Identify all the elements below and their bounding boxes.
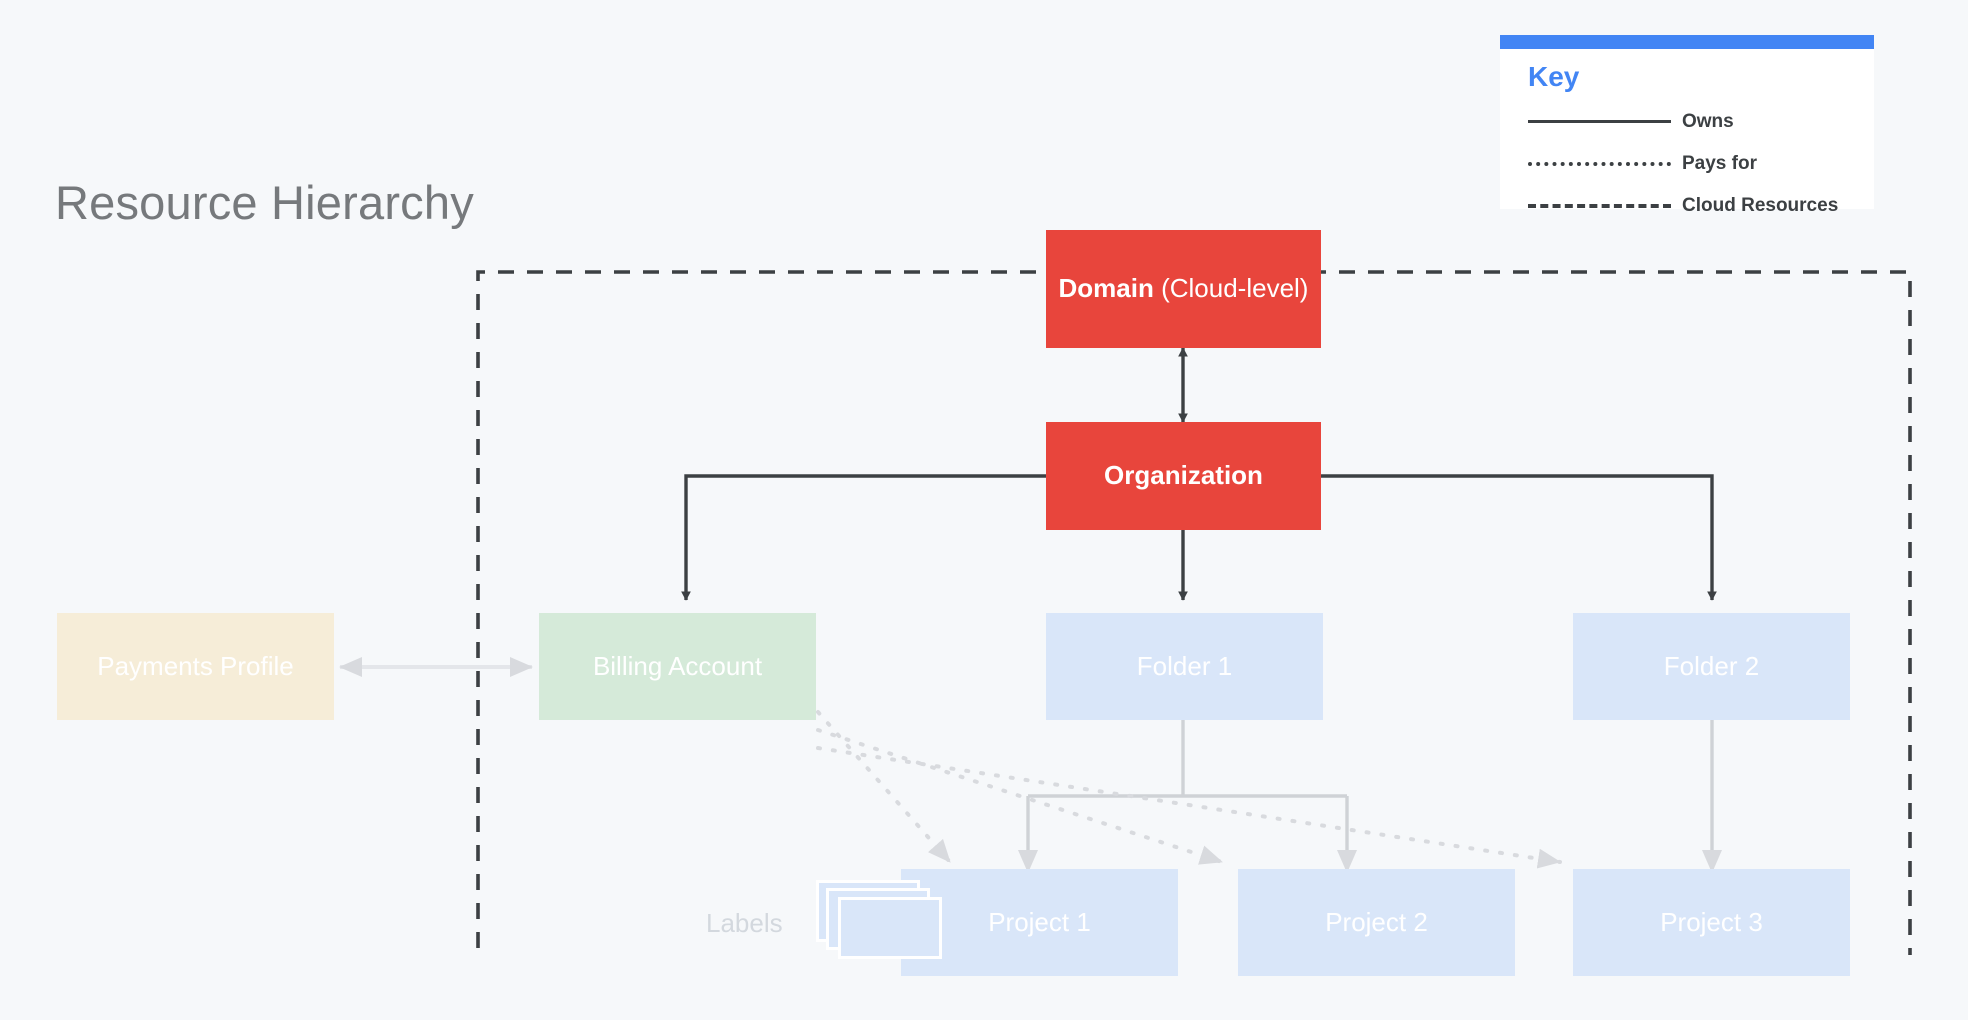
node-payments-profile[interactable]: Payments Profile xyxy=(57,613,334,720)
node-domain[interactable]: Domain (Cloud-level) xyxy=(1046,230,1321,348)
legend-label-owns: Owns xyxy=(1682,111,1734,132)
legend-panel: Key Owns Pays for Cloud Resources xyxy=(1500,35,1874,216)
node-folder-2-label: Folder 2 xyxy=(1663,650,1760,681)
node-project-3-label: Project 3 xyxy=(1660,906,1763,937)
node-organization-label: Organization xyxy=(1104,460,1263,491)
legend-row-owns: Owns xyxy=(1528,111,1858,133)
edge-organization-folder-2 xyxy=(1321,474,1717,601)
label-card-front xyxy=(838,897,942,959)
node-folder-1-label: Folder 1 xyxy=(1136,650,1233,681)
node-domain-label: Domain (Cloud-level) xyxy=(1058,273,1309,304)
legend-rows: Owns Pays for Cloud Resources xyxy=(1528,111,1858,237)
legend-label-cloud-resources: Cloud Resources xyxy=(1682,195,1839,216)
edge-organization-billing-account xyxy=(681,474,1046,601)
node-project-2-label: Project 2 xyxy=(1325,906,1428,937)
legend-row-cloud-resources: Cloud Resources xyxy=(1528,195,1858,217)
node-project-2[interactable]: Project 2 xyxy=(1238,869,1515,976)
edge-billing-account-project-1 xyxy=(816,710,952,864)
page-title: Resource Hierarchy xyxy=(55,176,474,229)
node-folder-2[interactable]: Folder 2 xyxy=(1573,613,1850,720)
legend-solid-line-icon xyxy=(1528,111,1673,133)
legend-heading: Key xyxy=(1528,61,1580,92)
labels-caption: Labels xyxy=(706,908,783,938)
legend-accent-bar xyxy=(1500,35,1874,49)
legend-row-pays-for: Pays for xyxy=(1528,153,1858,175)
node-project-3[interactable]: Project 3 xyxy=(1573,869,1850,976)
edge-billing-account-project-3 xyxy=(816,746,1562,869)
legend-label-pays-for: Pays for xyxy=(1682,153,1757,174)
node-payments-profile-label: Payments Profile xyxy=(97,650,294,681)
legend-dotted-line-icon xyxy=(1528,153,1673,175)
node-billing-account[interactable]: Billing Account xyxy=(539,613,816,720)
node-folder-1[interactable]: Folder 1 xyxy=(1046,613,1323,720)
legend-dashed-line-icon xyxy=(1528,195,1673,217)
node-billing-account-label: Billing Account xyxy=(592,650,763,681)
edge-billing-account-project-2 xyxy=(816,728,1224,865)
node-project-1[interactable]: Project 1 xyxy=(901,869,1178,976)
node-project-1-label: Project 1 xyxy=(988,906,1091,937)
node-organization[interactable]: Organization xyxy=(1046,422,1321,530)
legend-card: Key Owns Pays for Cloud Resources xyxy=(1500,49,1874,216)
